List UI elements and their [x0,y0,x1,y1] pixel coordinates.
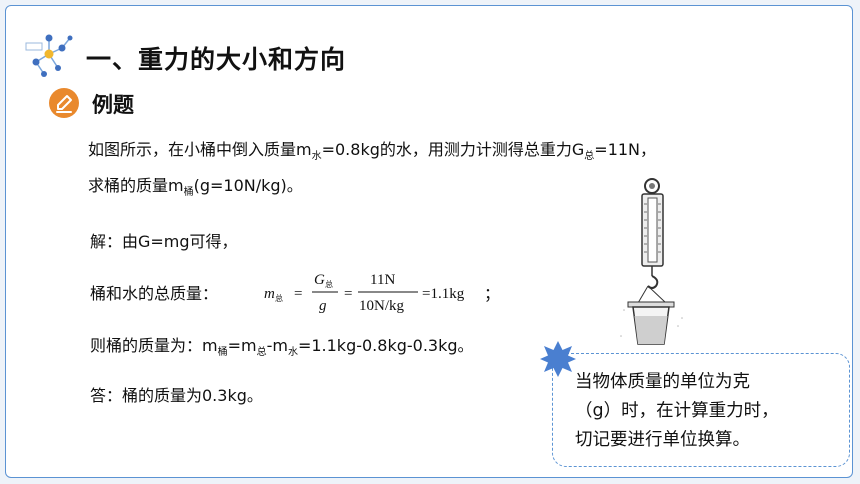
subscript: 水 [287,347,298,358]
solution-text: 则桶的质量为：m [90,336,218,355]
formula-den: 10N/kg [359,298,405,314]
solution-text: =m [227,336,257,355]
tip-box: 当物体质量的单位为克 （g）时，在计算重力时， 切记要进行单位换算。 [552,353,850,467]
subscript: 桶 [183,187,194,198]
problem-line-1: 如图所示，在小桶中倒入质量m水=0.8kg的水，用测力计测得总重力G总=11N， [88,136,657,162]
section-label: 例题 [92,93,134,117]
formula-G-sub: 总 [325,279,333,289]
solution-step-3: 则桶的质量为：m桶=m总-m水=1.1kg-0.8kg-0.3kg。 [90,332,474,358]
tip-text: 当物体质量的单位为克 （g）时，在计算重力时， 切记要进行单位换算。 [575,368,845,455]
spring-scale-illustration [620,178,683,345]
problem-text: =0.8kg的水，用测力计测得总重力G [321,140,585,159]
solution-step-1: 解：由G=mg可得， [90,232,238,251]
formula-eq-1: = [294,286,302,302]
page-title: 一、重力的大小和方向 [86,45,347,74]
formula-G: G [314,272,325,288]
solution-text: -m [266,336,288,355]
problem-text: =11N， [594,140,657,159]
tip-line: 切记要进行单位换算。 [575,430,750,450]
molecule-icon [25,34,73,77]
solution-step-2-label: 桶和水的总质量： [90,284,219,303]
star-icon [540,341,576,377]
answer: 答：桶的质量为0.3kg。 [90,386,263,405]
slide: 一、重力的大小和方向 例题 如图所示，在小桶中倒入质量m水=0.8kg的水，用测… [5,5,853,478]
formula-g: g [319,298,327,314]
formula-num: 11N [370,272,395,288]
problem-text: 如图所示，在小桶中倒入质量m [88,140,312,159]
formula-result: =1.1kg [422,286,465,302]
problem-line-2: 求桶的质量m桶(g=10N/kg)。 [88,172,303,198]
tip-line: 当物体质量的单位为克 [575,372,750,392]
formula-m: m [264,286,275,302]
subscript: 总 [256,347,267,358]
solution-text: =1.1kg-0.8kg-0.3kg。 [297,336,474,355]
subscript: 桶 [217,347,228,358]
problem-text: 求桶的质量m [88,176,184,195]
section-badge [49,88,79,118]
pencil-icon [56,95,72,113]
formula-eq-2: = [344,286,352,302]
formula-m-sub: 总 [275,293,283,303]
problem-text: (g=10N/kg)。 [193,176,303,195]
subscript: 水 [311,151,322,162]
subscript: 总 [584,151,595,162]
solution-step-2-end: ； [484,284,501,303]
mass-formula: m 总 = G 总 g = 11N 10N/kg =1.1kg [264,272,465,314]
tip-line: （g）时，在计算重力时， [575,401,779,421]
